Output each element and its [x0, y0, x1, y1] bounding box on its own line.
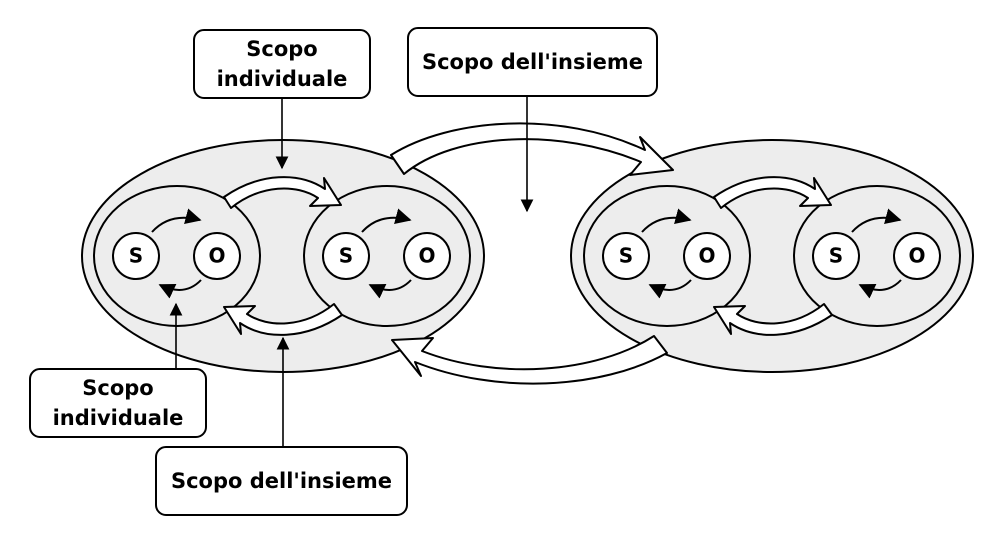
small-curved-arrow [151, 208, 202, 233]
object-label: O [208, 244, 225, 268]
object-label: O [908, 244, 925, 268]
object-node [193, 232, 241, 280]
object-node [683, 232, 731, 280]
small-curved-arrow [158, 279, 202, 299]
unit-ellipse [303, 185, 471, 327]
unit-ellipse [93, 185, 261, 327]
outer-hollow-arrow-bottom [391, 335, 668, 385]
group-left-unit-arrows [151, 208, 412, 299]
small-curved-arrow [648, 279, 692, 299]
small-curved-arrow [858, 279, 902, 299]
subject-node [602, 232, 650, 280]
callout-scopo-individuale-bottom: Scopo individuale [29, 368, 207, 438]
outer-hollow-arrow-top [390, 122, 674, 176]
callout-scopo-individuale-top: Scopo individuale [193, 29, 371, 99]
group-right-nodes: S O S O [602, 232, 941, 280]
callout-scopo-insieme-top: Scopo dell'insieme [407, 27, 658, 97]
inner-hollow-arrow [713, 176, 832, 209]
subject-node [322, 232, 370, 280]
small-curved-arrow [641, 208, 692, 233]
inner-hollow-arrow [223, 303, 343, 336]
object-label: O [418, 244, 435, 268]
group-left-nodes: S O S O [112, 232, 451, 280]
unit-ellipse [583, 185, 751, 327]
subject-label: S [619, 244, 633, 268]
small-curved-arrow [361, 208, 412, 233]
inner-hollow-arrow [713, 303, 833, 336]
object-node [403, 232, 451, 280]
subject-node [812, 232, 860, 280]
inner-hollow-arrow [223, 176, 342, 209]
small-curved-arrow [851, 208, 902, 233]
object-node [893, 232, 941, 280]
object-label: O [698, 244, 715, 268]
callout-scopo-insieme-bottom: Scopo dell'insieme [155, 446, 408, 516]
unit-ellipse [793, 185, 961, 327]
subject-label: S [129, 244, 143, 268]
subject-label: S [339, 244, 353, 268]
subject-node [112, 232, 160, 280]
small-curved-arrow [368, 279, 412, 299]
group-right-unit-arrows [641, 208, 902, 299]
callout-pointers [169, 97, 534, 446]
subject-label: S [829, 244, 843, 268]
